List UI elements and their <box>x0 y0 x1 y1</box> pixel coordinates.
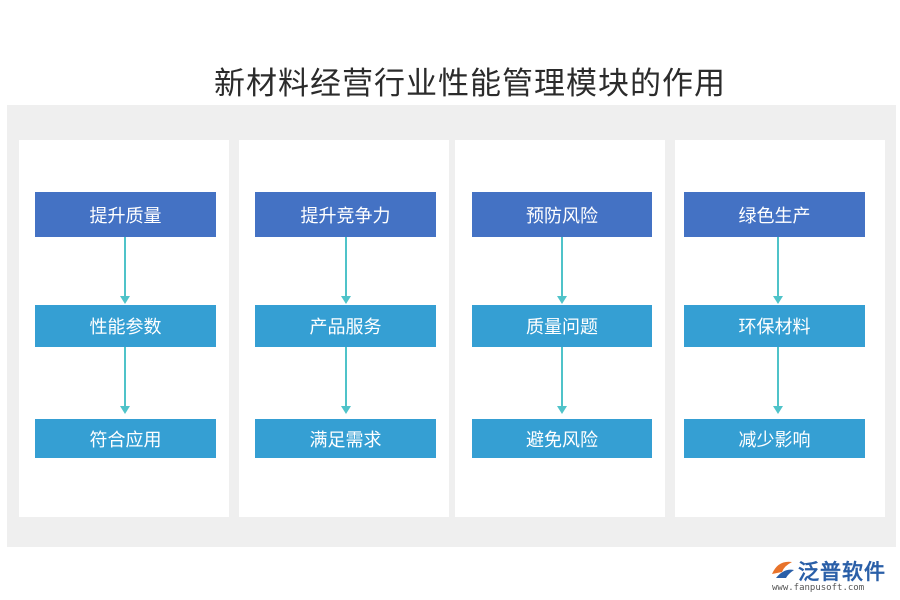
column-4-middle-box: 环保材料 <box>684 305 865 347</box>
brand-logo: 泛普软件 www.fanpusoft.com <box>770 556 895 596</box>
diagram-title: 新材料经营行业性能管理模块的作用 <box>214 66 726 102</box>
arrow-icon <box>120 237 130 304</box>
column-3-top-box: 预防风险 <box>472 192 652 237</box>
logo-icon <box>772 561 794 578</box>
arrow-icon <box>557 237 567 304</box>
column-3-middle-box: 质量问题 <box>472 305 652 347</box>
column-4-bottom-box: 减少影响 <box>684 419 865 458</box>
column-2-top-box: 提升竞争力 <box>255 192 436 237</box>
column-1-middle-box: 性能参数 <box>35 305 216 347</box>
arrow-icon <box>341 237 351 304</box>
column-1-bottom-box: 符合应用 <box>35 419 216 458</box>
arrow-icon <box>773 237 783 304</box>
column-2-middle-box: 产品服务 <box>255 305 436 347</box>
column-4-top-box: 绿色生产 <box>684 192 865 237</box>
arrow-icon <box>120 347 130 414</box>
column-3-bottom-box: 避免风险 <box>472 419 652 458</box>
column-1-top-box: 提升质量 <box>35 192 216 237</box>
logo-name: 泛普软件 <box>798 560 886 584</box>
arrow-icon <box>557 347 567 414</box>
arrow-icon <box>773 347 783 414</box>
arrow-icon <box>341 347 351 414</box>
logo-url: www.fanpusoft.com <box>772 583 865 593</box>
column-2-bottom-box: 满足需求 <box>255 419 436 458</box>
